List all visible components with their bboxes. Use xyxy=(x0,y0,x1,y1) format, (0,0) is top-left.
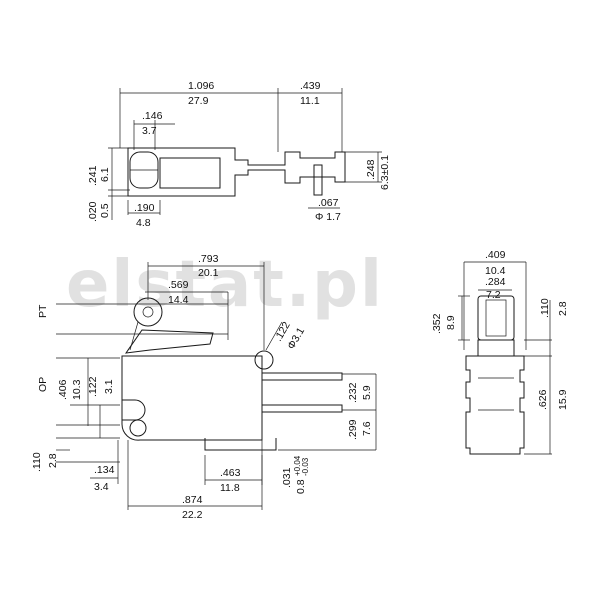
mid-mm: 3.1 xyxy=(103,379,115,394)
lever-inch: .793 xyxy=(198,253,219,265)
op-label: OP xyxy=(37,377,49,392)
side-inner-inch: .284 xyxy=(485,276,506,288)
lever-mm: 20.1 xyxy=(198,267,219,279)
height-inch: .241 xyxy=(87,165,99,186)
term-sp-inch: .232 xyxy=(347,382,359,403)
term-bot-mm: 7.6 xyxy=(361,421,373,436)
side-top-inch: .352 xyxy=(431,313,443,334)
overall-mm: 27.9 xyxy=(188,95,209,107)
overall-inch: 1.096 xyxy=(188,80,214,92)
op-inch: .406 xyxy=(57,379,69,400)
inner-inch: .463 xyxy=(220,467,241,479)
top-view: 1.096 27.9 .439 11.1 .146 3.7 .241 6.1 .… xyxy=(87,80,391,229)
height-mm: 6.1 xyxy=(99,167,111,182)
watermark: elstat.pl xyxy=(66,248,384,322)
side-body-inch: .626 xyxy=(537,389,549,410)
term-sp-mm: 5.9 xyxy=(361,385,373,400)
hole-inch: .067 xyxy=(318,197,339,209)
offset-mm: 0.5 xyxy=(99,203,111,218)
side-width-inch: .409 xyxy=(485,249,506,261)
side-right-mm: 2.8 xyxy=(557,301,569,316)
roller-mm: 3.7 xyxy=(142,125,157,137)
side-view: .409 10.4 .284 7.2 .352 8.9 .110 2.8 .62… xyxy=(431,249,569,455)
pt-label: PT xyxy=(37,304,49,318)
side-width-mm: 10.4 xyxy=(485,265,506,277)
term-bot-inch: .299 xyxy=(347,419,359,440)
inner-mm: 11.8 xyxy=(220,482,240,494)
side-top-mm: 8.9 xyxy=(445,315,457,330)
lever2-mm: 14.4 xyxy=(168,294,189,306)
tol-minus: -0.03 xyxy=(301,457,310,476)
roller-w-inch: .190 xyxy=(134,202,155,214)
tol-plus: +0.04 xyxy=(293,455,302,476)
width-inch: .874 xyxy=(182,494,203,506)
terminal-mm: 11.1 xyxy=(300,95,320,107)
side-inner-mm: 7.2 xyxy=(486,289,501,301)
side-right-inch: .110 xyxy=(539,298,551,318)
left-inch: .134 xyxy=(94,464,115,476)
width-mm: 22.2 xyxy=(182,509,203,521)
base-inch: .110 xyxy=(31,452,43,472)
base-mm: 2.8 xyxy=(47,453,59,468)
side-body-mm: 15.9 xyxy=(557,389,569,410)
roller-w-mm: 4.8 xyxy=(136,217,151,229)
lever2-inch: .569 xyxy=(168,279,189,291)
term-h-mm: 6.3±0.1 xyxy=(379,155,391,190)
offset-inch: .020 xyxy=(87,201,99,222)
thick-mm: 0.8 xyxy=(295,479,307,494)
op-mm: 10.3 xyxy=(71,379,83,400)
thick-inch: .031 xyxy=(281,467,293,488)
left-mm: 3.4 xyxy=(94,481,109,493)
mid-inch: .122 xyxy=(87,376,99,397)
roller-inch: .146 xyxy=(142,110,163,122)
hole-mm: Φ 1.7 xyxy=(315,211,341,223)
term-h-inch: .248 xyxy=(365,159,377,180)
terminal-inch: .439 xyxy=(300,80,321,92)
